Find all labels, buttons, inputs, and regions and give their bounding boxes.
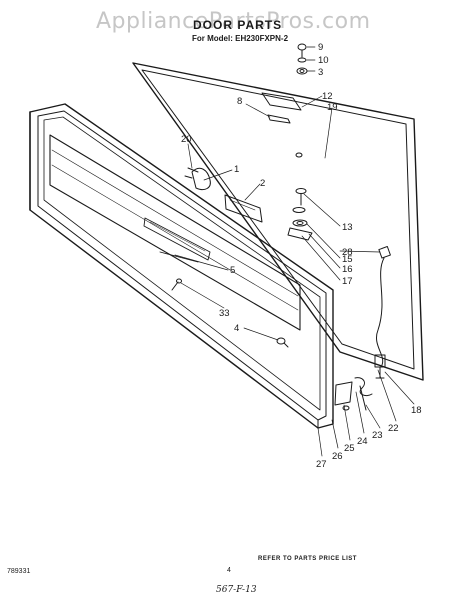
callout-9: 9 (318, 42, 323, 53)
callout-17: 17 (342, 276, 353, 287)
part-number: 789331 (7, 568, 31, 575)
callout-3: 3 (318, 67, 323, 78)
callout-1: 1 (234, 164, 239, 175)
callout-4: 4 (234, 323, 239, 334)
callout-33: 33 (219, 308, 230, 319)
callout-18: 18 (411, 405, 422, 416)
door-liner (49, 134, 301, 331)
callout-13: 13 (342, 222, 353, 233)
diagram-title: DOOR PARTS (193, 18, 283, 32)
lower-hinge-stack (287, 188, 313, 241)
callout-10: 10 (318, 55, 329, 66)
callout-22: 22 (388, 423, 399, 434)
model-label: For Model: EH230FXPN-2 (192, 34, 289, 43)
bottom-hinge-parts (334, 377, 373, 411)
callout-2: 2 (260, 178, 265, 189)
callout-5: 5 (230, 265, 235, 276)
leader-lines (174, 46, 415, 457)
callout-26: 26 (332, 451, 343, 462)
callout-12: 12 (322, 91, 333, 102)
callout-24: 24 (357, 436, 368, 447)
callout-19: 19 (327, 102, 338, 113)
handle-assembly (184, 167, 263, 223)
callout-27: 27 (316, 459, 327, 470)
callout-labels: 9 10 3 12 19 8 20 1 2 13 28 15 16 17 5 3… (181, 42, 422, 470)
callout-25: 25 (344, 443, 355, 454)
page-number: 4 (227, 567, 231, 574)
handwritten-note: 567-F-13 (216, 585, 257, 595)
callout-28: 28 (342, 247, 353, 258)
callout-15: 15 (342, 254, 353, 265)
hinge-hardware (261, 43, 308, 158)
callout-20: 20 (181, 134, 192, 145)
callout-8: 8 (237, 96, 242, 107)
callout-16: 16 (342, 264, 353, 275)
price-list-note: REFER TO PARTS PRICE LIST (258, 556, 357, 562)
door-outer-panel (29, 103, 334, 429)
gasket-frame (132, 62, 424, 381)
callout-23: 23 (372, 430, 383, 441)
wire-harness (374, 246, 391, 379)
screws (171, 278, 289, 348)
watermark: AppliancePartsPros.com (96, 9, 371, 34)
